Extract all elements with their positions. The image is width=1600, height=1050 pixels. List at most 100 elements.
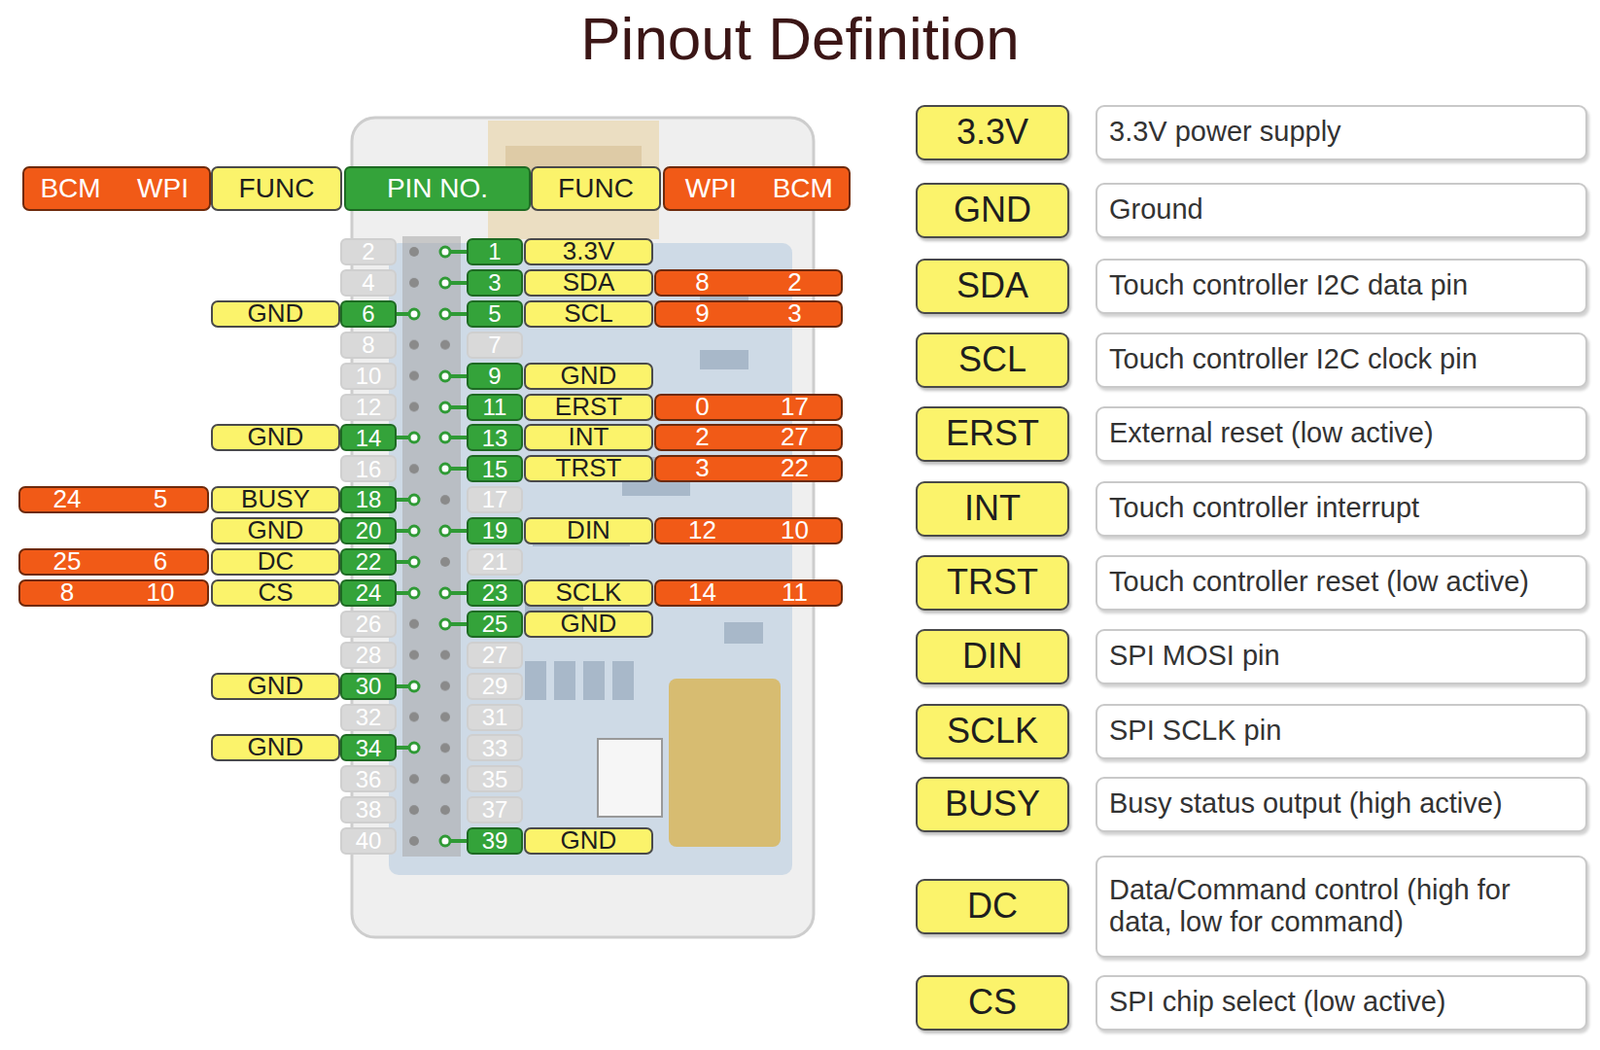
gpio-number-box-text: 24: [20, 485, 114, 515]
pin-number: 3: [466, 269, 523, 297]
unused-pin-number-text: 36: [355, 765, 383, 794]
pin-number: 11: [466, 393, 523, 421]
pin-number: 30: [340, 672, 397, 700]
pin-number: 1: [466, 238, 523, 266]
function-label-text: DIN: [566, 516, 611, 546]
unused-pin-number: 8: [340, 331, 397, 359]
function-label: GND: [210, 300, 341, 328]
pin-number: 23: [466, 579, 523, 607]
key-description: Touch controller I2C data pin: [1095, 258, 1588, 314]
function-label: SCL: [523, 300, 654, 328]
unused-pin-number: 17: [466, 486, 523, 514]
gpio-number-box-text: 12: [656, 516, 749, 546]
key-description: SPI chip select (low active): [1095, 974, 1588, 1031]
key-signal-name-text: 3.3V: [956, 111, 1029, 152]
unused-pin-number: 7: [466, 331, 523, 359]
pin-number-text: 6: [361, 300, 375, 328]
key-description-text: Busy status output (high active): [1109, 787, 1503, 820]
pin-number-text: 39: [482, 827, 509, 855]
pin-number: 34: [340, 733, 397, 762]
pin-number-text: 18: [355, 486, 383, 514]
unused-pin-number: 37: [466, 796, 523, 824]
unused-pin-number-text: 31: [482, 703, 509, 731]
key-signal-name: SDA: [915, 258, 1070, 314]
function-label-text: GND: [560, 609, 618, 639]
unused-pin-number-text: 33: [482, 734, 509, 763]
pin-number-text: 20: [355, 517, 383, 545]
pin-number-text: 3: [487, 269, 501, 297]
pin-number: 14: [340, 423, 397, 452]
function-label: GND: [523, 827, 654, 855]
pin-number-text: 34: [355, 734, 383, 763]
function-label: GND: [210, 733, 341, 762]
smd-parts: [524, 291, 764, 700]
gpio-number-box: 256: [18, 548, 209, 576]
pin-lead: [440, 432, 468, 443]
gpio-number-box-text: 22: [748, 453, 841, 484]
function-label: DIN: [523, 517, 654, 545]
pin-number: 22: [340, 548, 397, 576]
header-pin-no: PIN NO.: [344, 166, 531, 211]
key-description-text: Touch controller reset (low active): [1109, 565, 1530, 598]
function-label-text: DC: [257, 547, 295, 577]
gpio-number-box-text: 5: [113, 485, 208, 515]
gpio-number-box-text: 3: [656, 453, 749, 484]
gpio-number-box-text: 0: [656, 392, 749, 422]
pin-number-text: 9: [487, 362, 501, 390]
unused-pin-number-text: 26: [355, 610, 383, 638]
unused-pin-number-text: 16: [355, 455, 383, 484]
unused-pin-number-text: 40: [355, 827, 383, 855]
key-description-text: 3.3V power supply: [1109, 115, 1342, 148]
unused-pin-number: 40: [340, 827, 397, 855]
gpio-number-box: 82: [654, 269, 843, 297]
key-signal-name-text: ERST: [945, 413, 1040, 453]
key-description-text: SPI MOSI pin: [1109, 639, 1281, 672]
header-wpi-bcm-text: BCM: [757, 173, 850, 205]
pin-lead: [440, 246, 468, 257]
unused-pin-number: 4: [340, 269, 397, 297]
gpio-number-box-text: 2: [656, 422, 749, 453]
pin-lead: [396, 432, 419, 443]
pin-number-text: 11: [483, 393, 508, 421]
function-label-text: GND: [247, 299, 305, 329]
pin-number: 9: [466, 362, 523, 390]
unused-pin-number: 12: [340, 393, 397, 421]
function-label-text: ERST: [555, 392, 623, 422]
unused-pin-number: 28: [340, 641, 397, 669]
pin-number: 25: [466, 610, 523, 638]
key-signal-name: SCL: [915, 332, 1070, 388]
pin-number: 20: [340, 517, 397, 545]
pin-number: 24: [340, 579, 397, 607]
key-description: Ground: [1095, 182, 1588, 239]
function-label-text: TRST: [556, 453, 623, 484]
pin-header: [402, 236, 461, 857]
gpio-number-box-text: 3: [748, 299, 841, 329]
unused-pin-number-text: 37: [482, 796, 509, 824]
unused-pin-number: 35: [466, 765, 523, 793]
key-signal-name: ERST: [915, 406, 1070, 462]
key-signal-name: 3.3V: [915, 104, 1070, 161]
unused-pin-number: 16: [340, 454, 397, 483]
function-label-text: GND: [247, 422, 305, 453]
pin-number-text: 23: [482, 579, 509, 607]
pin-number: 39: [466, 827, 523, 855]
key-signal-name-text: TRST: [946, 561, 1039, 602]
pin-number-text: 5: [487, 300, 501, 328]
gpio-number-box: 227: [654, 423, 843, 452]
pin-number-text: 25: [482, 610, 509, 638]
pin-lead: [396, 309, 419, 319]
key-signal-name: TRST: [915, 555, 1070, 611]
pin-number: 19: [466, 517, 523, 545]
gpio-number-box-text: 25: [20, 547, 114, 577]
ribbon-fold: [668, 678, 781, 847]
unused-pin-number-text: 2: [361, 238, 375, 266]
pin-lead: [396, 681, 419, 692]
gpio-number-box: 245: [18, 486, 209, 514]
key-description: Data/Command control (high for data, low…: [1095, 855, 1588, 958]
function-label-text: GND: [560, 361, 618, 391]
unused-pin-number: 10: [340, 362, 397, 390]
key-description: 3.3V power supply: [1095, 104, 1588, 161]
pin-lead: [396, 556, 419, 567]
unused-pin-number: 38: [340, 796, 397, 824]
